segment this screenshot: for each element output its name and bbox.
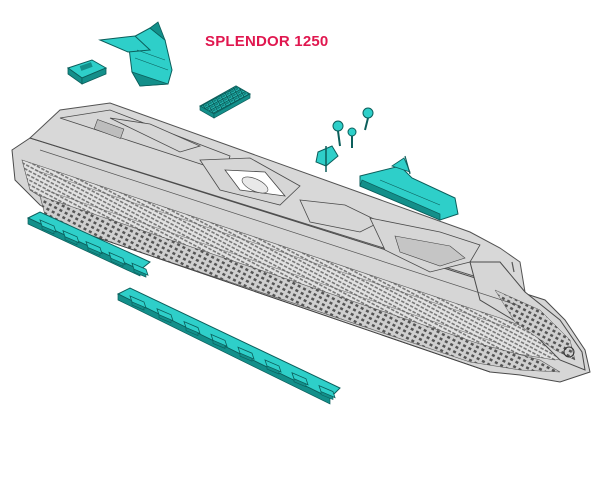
funnel-part: [98, 21, 173, 87]
bow-superstructure-part: [359, 155, 459, 221]
page-title: SPLENDOR 1250: [205, 33, 329, 50]
lifeboat-rail-lower-part: [116, 287, 341, 405]
lifeboat: [291, 372, 309, 388]
mast-fittings-part: [315, 107, 374, 172]
grille-panel-part: [198, 85, 252, 119]
lifeboat: [318, 384, 336, 401]
lifeboat: [210, 333, 228, 349]
lifeboat: [129, 295, 147, 311]
deck-block-part: [66, 59, 108, 85]
lifeboat-rail-upper-part: [26, 211, 151, 278]
lifeboat: [156, 308, 174, 324]
lifeboat: [131, 262, 149, 278]
lifeboat: [183, 320, 201, 337]
lifeboat: [85, 240, 103, 257]
lifeboat: [264, 359, 282, 375]
ship-hull: [11, 102, 591, 383]
lifeboat: [237, 346, 255, 362]
lifeboat: [39, 219, 57, 235]
lifeboat: [108, 251, 126, 267]
lifeboat: [62, 230, 80, 246]
